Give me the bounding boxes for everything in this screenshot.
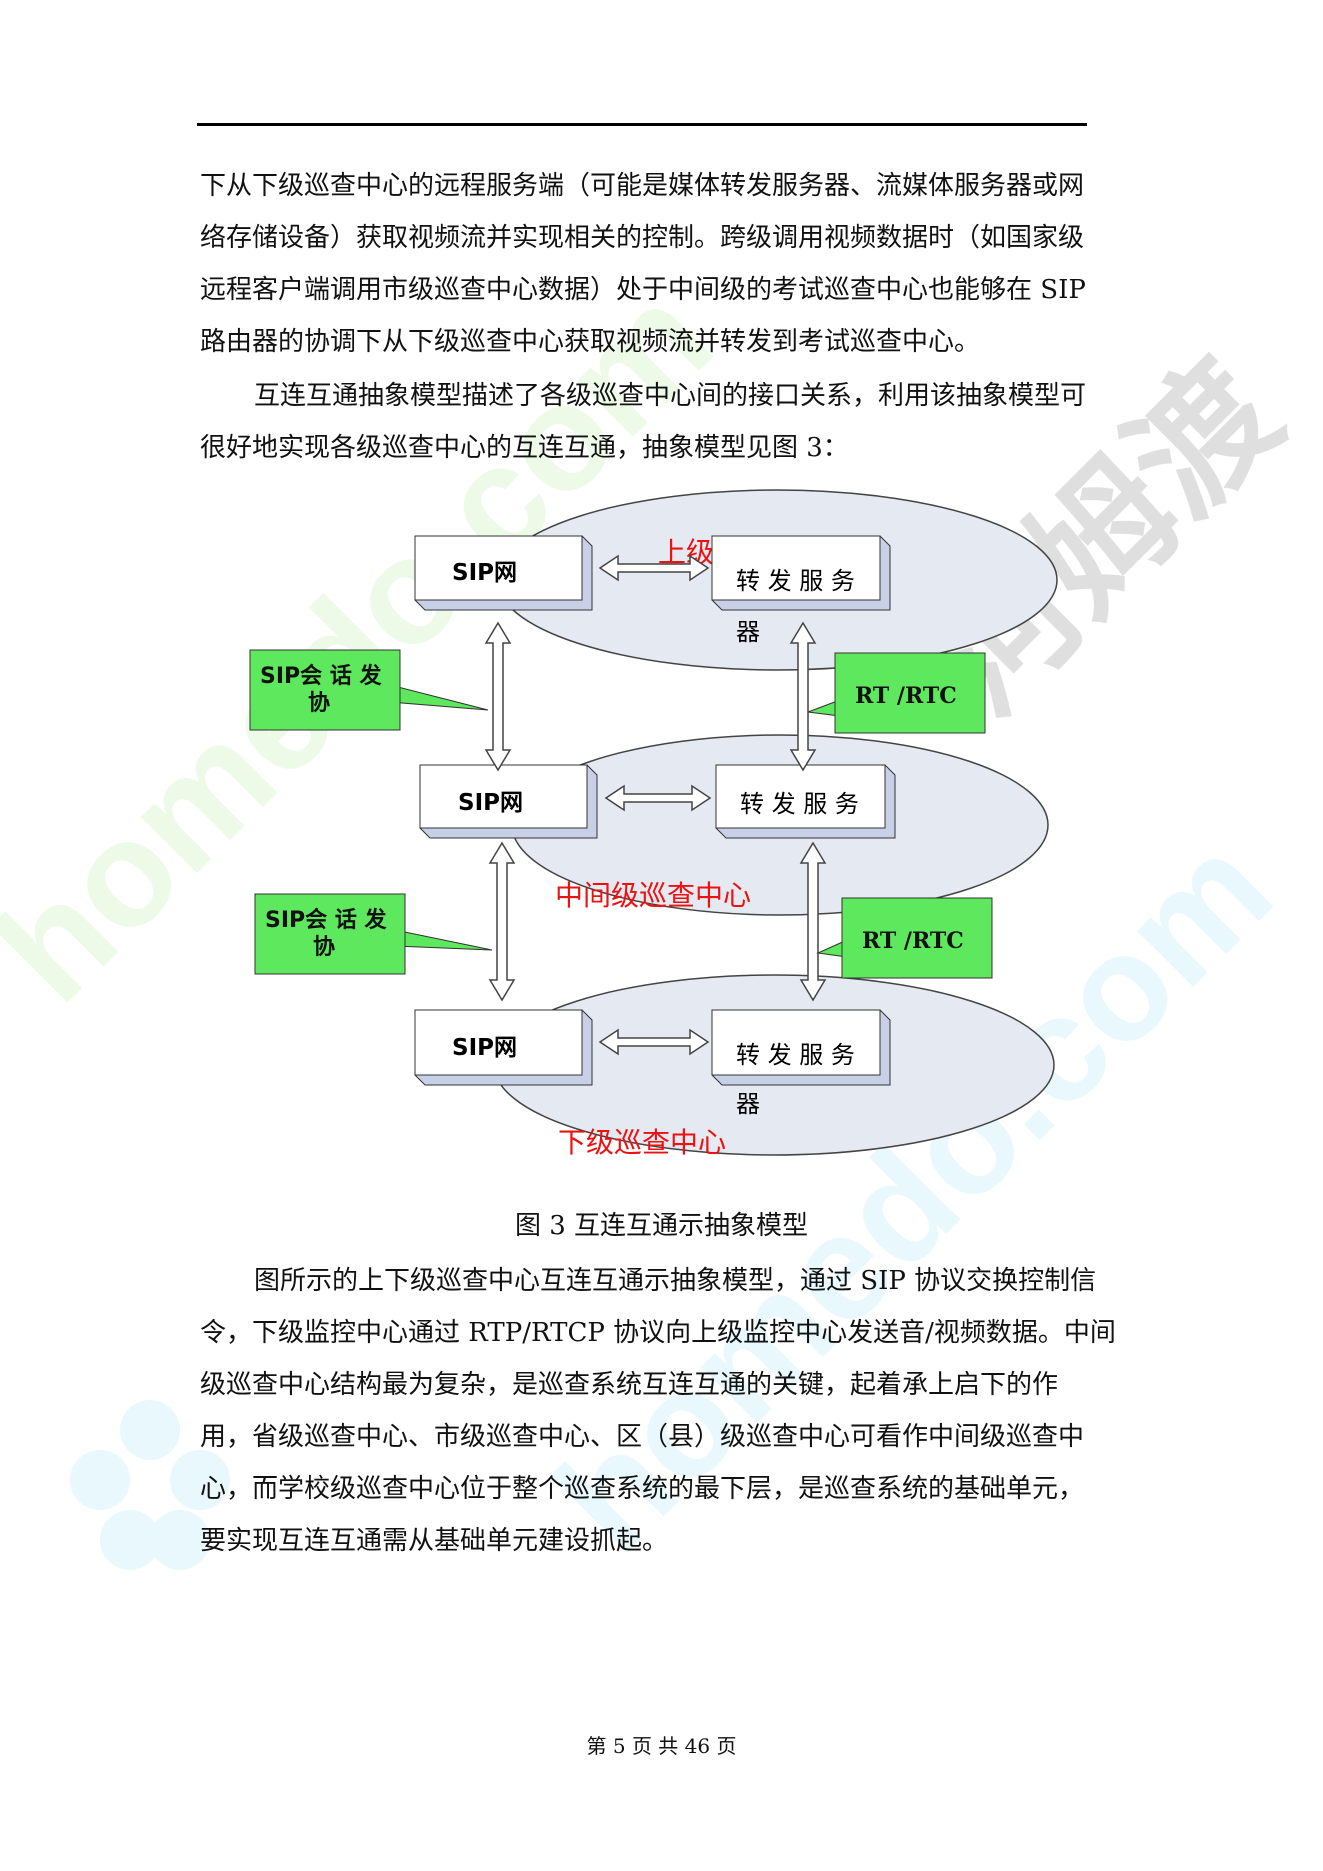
horizontal-double-arrow: [598, 554, 712, 1056]
callout-sip-label-2: 协: [313, 935, 335, 960]
forward-box-label: 转 发 服 务: [736, 1041, 855, 1069]
text-line: 远程客户端调用市级巡查中心数据）处于中间级的考试巡查中心也能够在 SIP: [200, 275, 1086, 305]
callout-sip-lower: SIP会 话 发 协: [254, 893, 493, 975]
paragraph-1: 下从下级巡查中心的远程服务端（可能是媒体转发服务器、流媒体服务器或网 络存储设备…: [200, 160, 1120, 368]
page-footer: 第 5 页 共 46 页: [586, 1734, 737, 1758]
text-line: 用，省级巡查中心、市级巡查中心、区（县）级巡查中心可看作中间级巡查中: [200, 1422, 1085, 1452]
text-line: 级巡查中心结构最为复杂，是巡查系统互连互通的关键，起着承上启下的作: [200, 1370, 1059, 1400]
callout-rtp-upper: RT /RTC: [807, 652, 986, 734]
callout-rtp-label: RT /RTC: [862, 928, 964, 954]
diagram: 上级巡查中心 中间级巡查中心 下级巡查中心 SIP网 SIP网 SIP网 转 发…: [249, 489, 1058, 1159]
paragraph-3: 图所示的上下级巡查中心互连互通示抽象模型，通过 SIP 协议交换控制信 令，下级…: [200, 1255, 1120, 1567]
forward-box-label-2: 器: [736, 618, 760, 646]
paragraph-2: 互连互通抽象模型描述了各级巡查中心间的接口关系，利用该抽象模型可 很好地实现各级…: [200, 370, 1120, 474]
forward-box-label-2: 器: [736, 1090, 760, 1118]
text-line: 图所示的上下级巡查中心互连互通示抽象模型，通过 SIP 协议交换控制信: [254, 1266, 1097, 1296]
forward-box-upper: 转 发 服 务 器: [711, 535, 891, 646]
figure-interconnect-model: 上级巡查中心 中间级巡查中心 下级巡查中心 SIP网 SIP网 SIP网 转 发…: [240, 480, 1090, 1180]
text-line: 路由器的协调下从下级巡查中心获取视频流并转发到考试巡查中心。: [200, 327, 981, 357]
text-line: 令，下级监控中心通过 RTP/RTCP 协议向上级监控中心发送音/视频数据。中间: [200, 1318, 1116, 1348]
callout-sip-label: SIP会 话 发: [260, 663, 382, 689]
sip-box-label: SIP网: [452, 560, 517, 586]
text-line: 很好地实现各级巡查中心的互连互通，抽象模型见图 3：: [200, 433, 849, 463]
callout-sip-label: SIP会 话 发: [265, 907, 387, 933]
text-line: 络存储设备）获取视频流并实现相关的控制。跨级调用视频数据时（如国家级: [200, 223, 1085, 253]
forward-box-middle: 转 发 服 务: [715, 764, 896, 839]
figure-caption: 图 3 互连互通示抽象模型: [514, 1211, 809, 1241]
callout-sip-label-2: 协: [308, 691, 330, 716]
callout-rtp-lower: RT /RTC: [816, 897, 993, 979]
sip-box-lower: SIP网: [414, 1009, 593, 1086]
lower-level-label: 下级巡查中心: [558, 1126, 726, 1159]
sip-box-upper: SIP网: [414, 535, 593, 611]
forward-box-label: 转 发 服 务: [736, 567, 855, 595]
sip-box-middle: SIP网: [419, 764, 598, 839]
middle-level-label: 中间级巡查中心: [555, 879, 751, 912]
text-line: 心，而学校级巡查中心位于整个巡查系统的最下层，是巡查系统的基础单元，: [200, 1474, 1085, 1504]
sip-box-label: SIP网: [458, 790, 523, 816]
callout-sip-upper: SIP会 话 发 协: [249, 649, 489, 731]
callout-rtp-label: RT /RTC: [855, 683, 957, 709]
sip-box-label: SIP网: [452, 1035, 517, 1061]
forward-box-lower: 转 发 服 务 器: [711, 1009, 891, 1118]
forward-box-label: 转 发 服 务: [740, 790, 859, 818]
vertical-double-arrow: [484, 621, 827, 1002]
header-rule: [197, 123, 1087, 126]
text-line: 互连互通抽象模型描述了各级巡查中心间的接口关系，利用该抽象模型可: [254, 381, 1087, 411]
text-line: 下从下级巡查中心的远程服务端（可能是媒体转发服务器、流媒体服务器或网: [200, 171, 1085, 201]
text-line: 要实现互连互通需从基础单元建设抓起。: [200, 1526, 669, 1556]
